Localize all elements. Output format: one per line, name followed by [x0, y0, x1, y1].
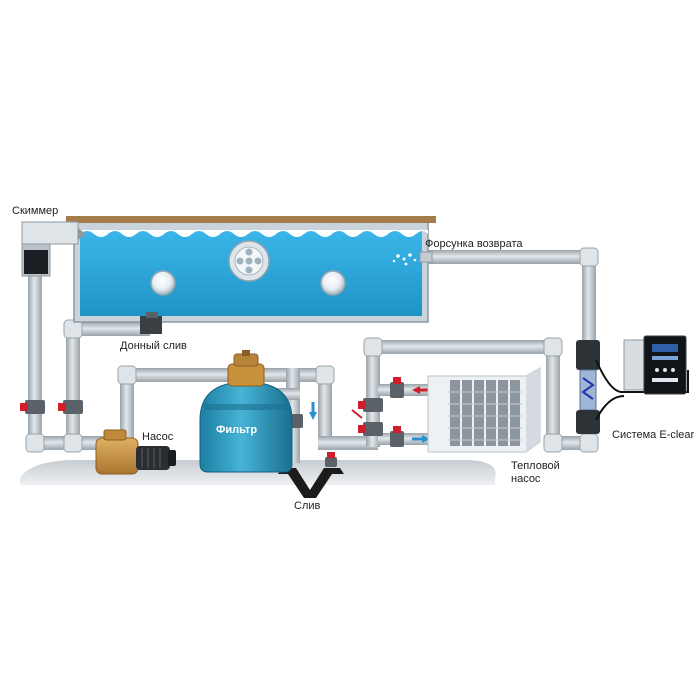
valve-icon	[20, 400, 45, 414]
return-nozzle-label: Форсунка возврата	[425, 238, 523, 250]
e-clear-unit-icon	[576, 335, 689, 434]
valve-icon	[390, 377, 404, 398]
pool	[66, 216, 436, 323]
heat-pump-label-line1: Тепловой	[511, 460, 560, 472]
drain-icon	[278, 468, 344, 498]
valve-icon	[358, 398, 383, 412]
return-nozzle-icon	[392, 253, 417, 266]
filter-tank-icon	[199, 350, 293, 473]
valve-icon	[390, 426, 404, 447]
main-drain-label: Донный слив	[120, 340, 187, 352]
lamp-icon	[320, 270, 346, 296]
main-drain-icon	[140, 312, 162, 334]
skimmer-label: Скиммер	[12, 205, 59, 217]
valve-icon	[325, 452, 337, 467]
pipe-elbows	[25, 247, 599, 453]
heat-pump-label-line2: насос	[511, 473, 541, 485]
e-clear-label: Система E-clear	[612, 429, 695, 441]
heat-pump-icon	[427, 367, 541, 453]
skimmer-icon	[21, 221, 86, 277]
filter-label: Фильтр	[216, 424, 258, 436]
lamp-icon	[150, 270, 176, 296]
drain-label: Слив	[294, 500, 321, 512]
jet-panel-icon	[228, 240, 270, 282]
pump-label: Насос	[142, 431, 174, 443]
pump-icon	[95, 429, 176, 475]
valve-icon	[58, 400, 83, 414]
flow-arrow-icon	[309, 386, 430, 443]
valve-icon	[358, 422, 383, 436]
